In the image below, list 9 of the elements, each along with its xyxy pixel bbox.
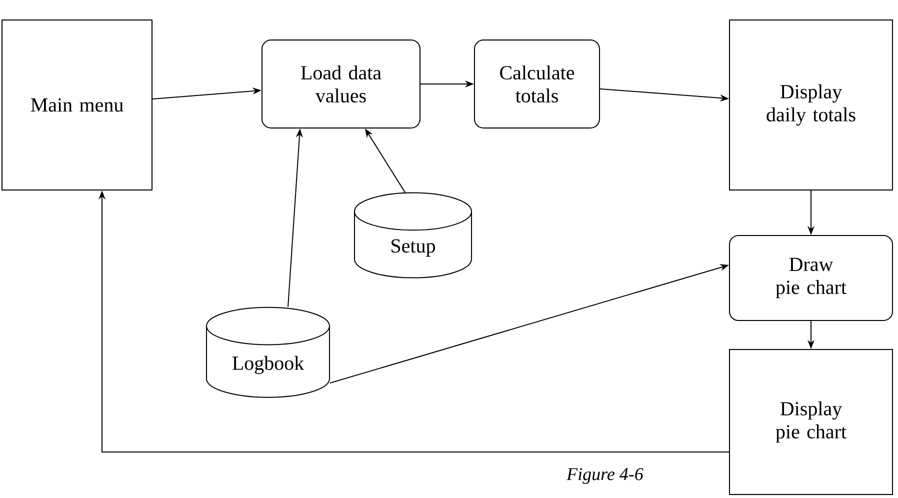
database-cylinder: Logbook [206, 306, 330, 398]
rounded-process-box: Calculate totals [474, 40, 600, 128]
process-box: Display daily totals [729, 20, 893, 190]
rounded-process-box: Load data values [262, 40, 420, 128]
process-box: Display pie chart [729, 349, 893, 495]
process-box: Main menu [2, 20, 152, 190]
caption: Figure 4-6 [566, 468, 644, 484]
database-cylinder: Setup [354, 192, 472, 278]
rounded-process-box: Draw pie chart [729, 235, 893, 321]
